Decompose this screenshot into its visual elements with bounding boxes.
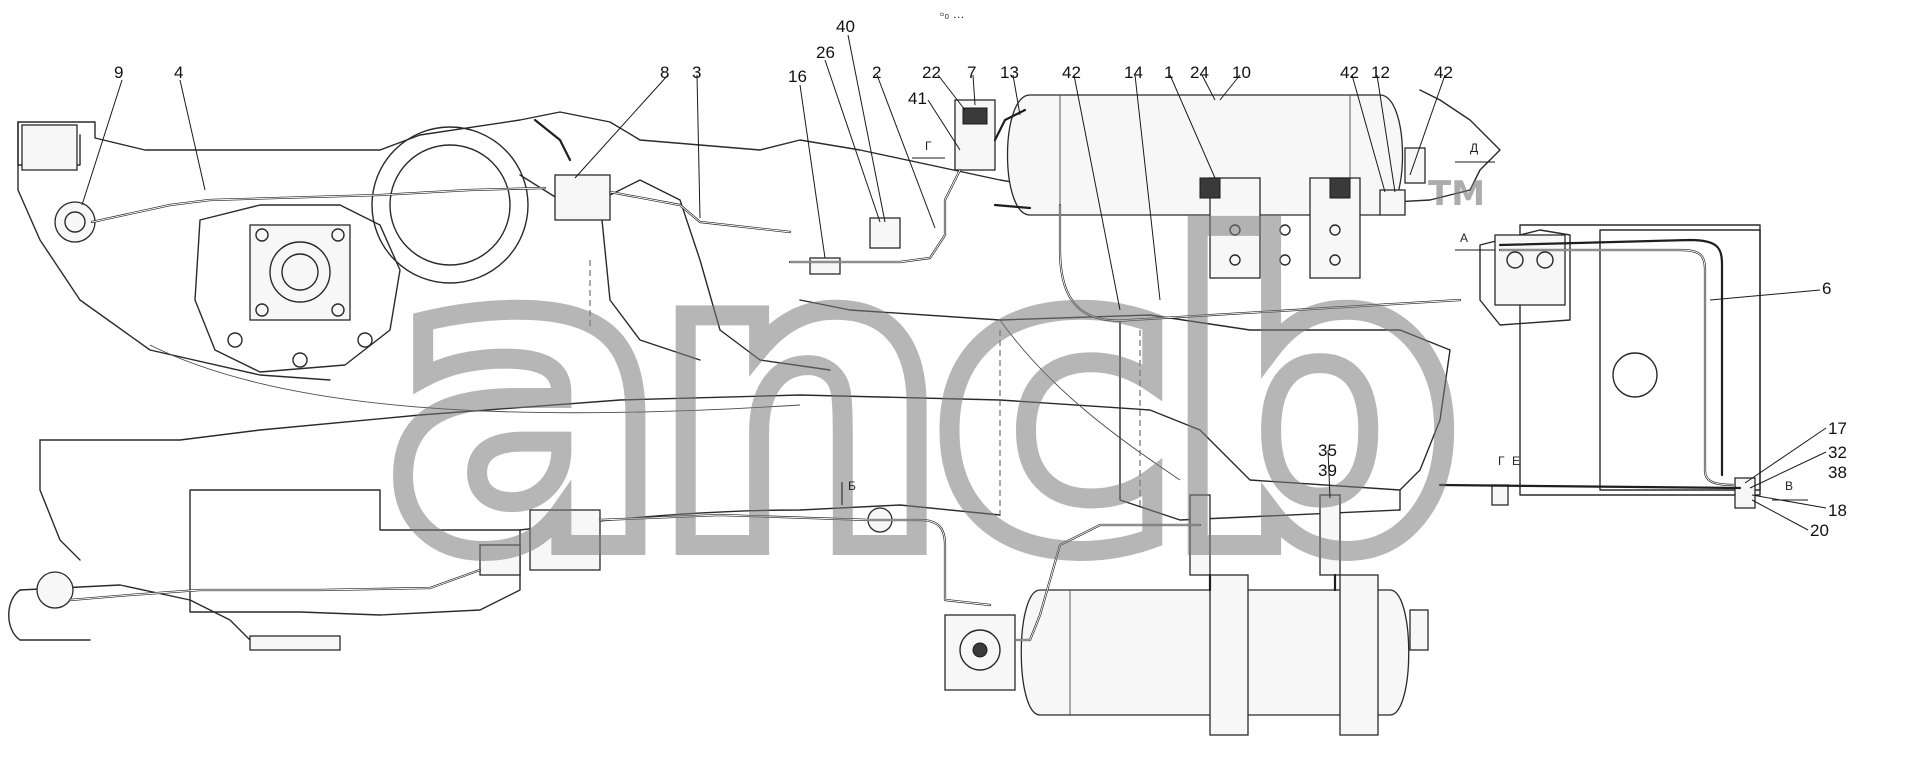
callout-label: 7 — [967, 63, 976, 82]
callout-label: 3 — [692, 63, 701, 82]
brake-valve-8 — [554, 174, 611, 221]
view-mark: Г — [925, 139, 932, 153]
callout-label: 14 — [1124, 63, 1143, 82]
watermark-text: ancb — [385, 156, 1445, 645]
header-mark: ▫₀ … — [940, 7, 965, 21]
drain-valve-17 — [1734, 477, 1756, 509]
callout-label: 12 — [1371, 63, 1390, 82]
callout-label: 26 — [816, 43, 835, 62]
lower-fitting-a — [479, 544, 521, 576]
callout-label: 42 — [1434, 63, 1453, 82]
coupling-head-9 — [54, 201, 96, 243]
callout-label: 1 — [1164, 63, 1173, 82]
view-mark: Д — [1470, 141, 1478, 155]
callout-label: 35 — [1318, 441, 1337, 460]
callout-label: 6 — [1822, 279, 1831, 298]
callout-label: 39 — [1318, 461, 1337, 480]
lower-strap-right — [1339, 574, 1379, 736]
callout-label: 41 — [908, 89, 927, 108]
flange-plate — [249, 224, 351, 321]
callout-label: 38 — [1828, 463, 1847, 482]
callout-label: 32 — [1828, 443, 1847, 462]
callout-label: 10 — [1232, 63, 1251, 82]
coupling-head-lower — [36, 571, 74, 609]
fitting-12 — [1379, 189, 1406, 216]
valve-block-right — [1494, 234, 1566, 306]
lower-air-receiver — [944, 494, 1429, 736]
callout-label: 8 — [660, 63, 669, 82]
chassis-frame — [8, 89, 1761, 651]
air-pipelines — [68, 108, 1742, 642]
callout-leaders — [81, 34, 1827, 531]
bracket-E — [1491, 484, 1509, 506]
watermark-logo: ancb TM — [375, 146, 1485, 655]
watermark-tm: TM — [1428, 174, 1485, 214]
view-marks: Г Д А Е В Б Г — [841, 139, 1808, 505]
frame-bracket-left — [21, 124, 78, 171]
hidden-lines — [589, 260, 1141, 520]
view-mark: В — [1785, 479, 1793, 493]
callout-label: 40 — [836, 17, 855, 36]
view-mark: Е — [1512, 454, 1520, 468]
regulator-cap — [962, 107, 988, 125]
view-mark: Г — [1498, 454, 1505, 468]
bracket-35 — [1189, 494, 1211, 576]
callout-label: 24 — [1190, 63, 1209, 82]
lower-strap-left — [1209, 574, 1249, 736]
callout-label: 16 — [788, 67, 807, 86]
callout-label: 4 — [174, 63, 183, 82]
callout-label: 18 — [1828, 501, 1847, 520]
strap-bolt — [1199, 177, 1221, 199]
view-mark: Б — [848, 479, 856, 493]
callout-label: 42 — [1340, 63, 1359, 82]
callout-label: 2 — [872, 63, 881, 82]
lower-receiver-fitting — [1409, 609, 1429, 651]
callout-label: 42 — [1062, 63, 1081, 82]
tee-fitting-26 — [869, 217, 901, 249]
callout-label: 22 — [922, 63, 941, 82]
control-valve-lower — [529, 509, 601, 571]
callout-label: 17 — [1828, 419, 1847, 438]
strap-bolt — [1329, 177, 1351, 199]
lower-bracket — [249, 635, 341, 651]
callout-label: 13 — [1000, 63, 1019, 82]
view-mark: А — [1460, 231, 1468, 245]
callout-label: 20 — [1810, 521, 1829, 540]
valves-and-fittings — [36, 99, 1756, 609]
callout-label: 9 — [114, 63, 123, 82]
callout-numbers: 9 4 8 3 16 26 40 2 22 7 41 13 42 14 1 24… — [114, 17, 1847, 540]
